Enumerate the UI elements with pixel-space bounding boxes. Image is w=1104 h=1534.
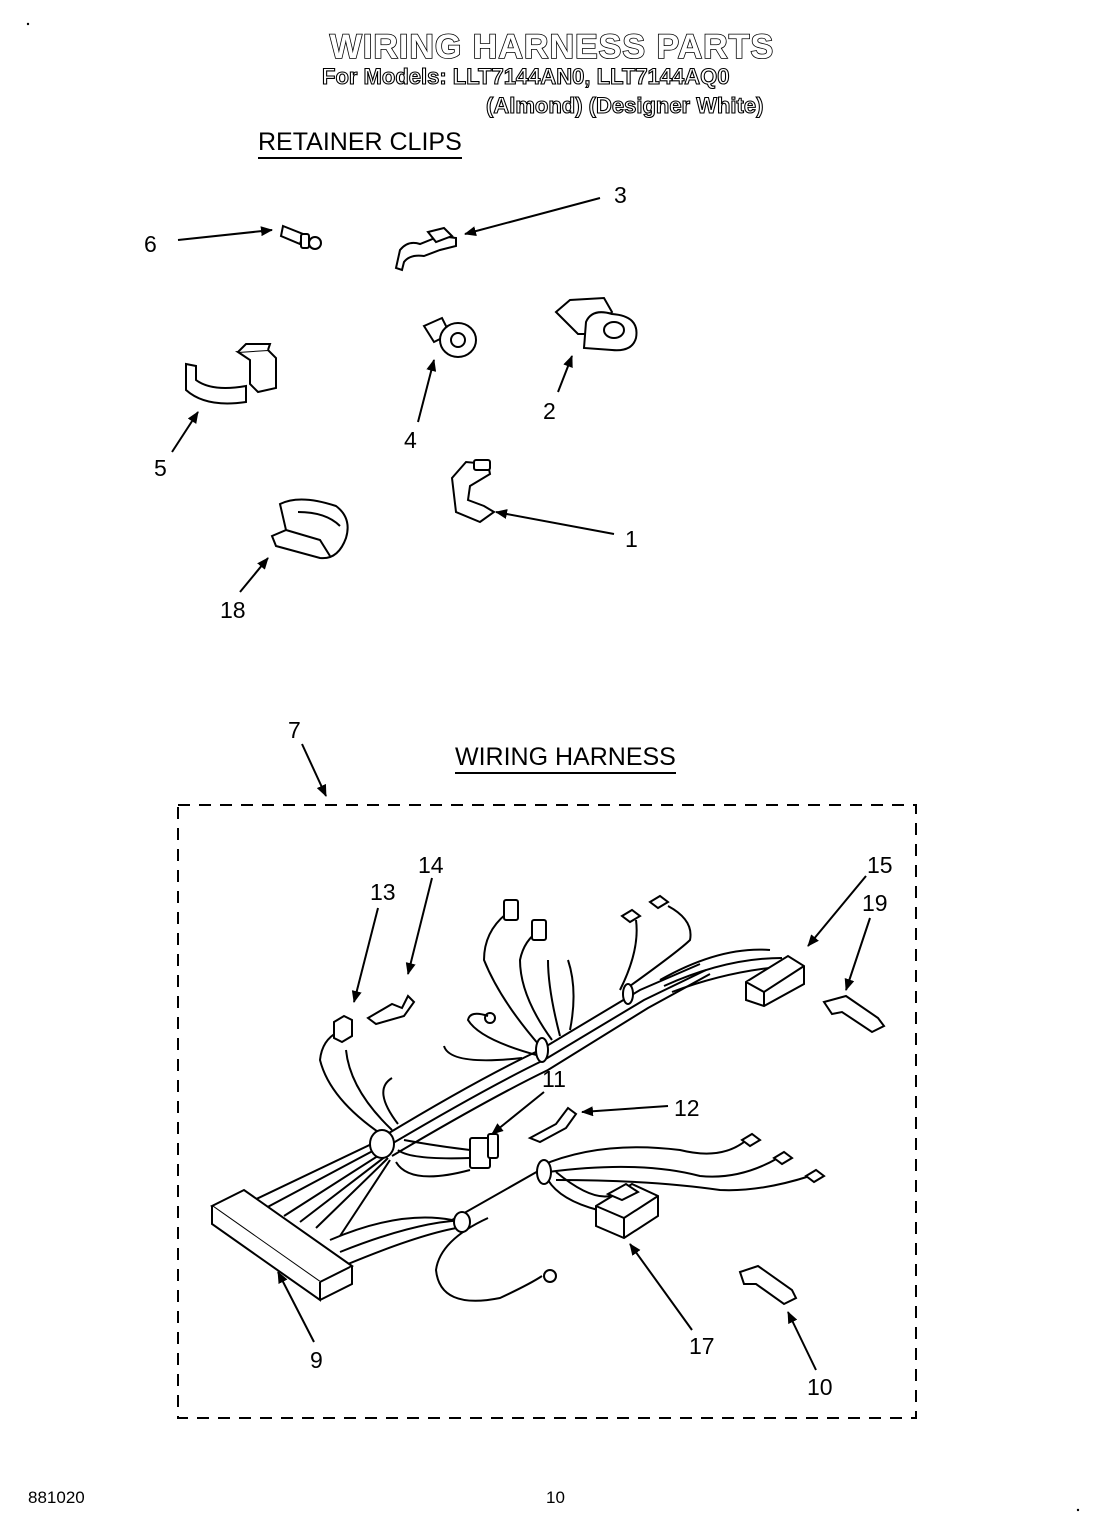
wiring-harness-boundary (177, 804, 917, 1419)
leader-arrow-17 (629, 1243, 693, 1331)
leader-arrow-6 (177, 226, 273, 241)
leader-arrow-15 (807, 875, 867, 947)
color-variants-line: (Almond) (Designer White) (485, 92, 764, 118)
split-sleeve-icon (270, 498, 349, 560)
callout-17: 17 (689, 1333, 715, 1359)
leader-arrow-12 (581, 1105, 669, 1117)
callout-2: 2 (543, 398, 556, 424)
leader-arrow-19 (844, 917, 871, 991)
connector-15-icon (745, 954, 805, 1008)
bracket-clip-icon (450, 459, 496, 524)
snap-clip-icon (554, 296, 638, 352)
terminal-10-icon (738, 1264, 798, 1306)
callout-1: 1 (625, 526, 638, 552)
hub-sleeve-icon (369, 1129, 395, 1159)
leader-arrow-11 (491, 1091, 545, 1135)
strap-clip-icon (185, 343, 277, 405)
leader-arrow-5 (171, 411, 199, 453)
leader-arrow-1 (495, 509, 615, 535)
callout-19: 19 (862, 890, 888, 916)
callout-13: 13 (370, 879, 396, 905)
push-pin-icon (279, 224, 322, 250)
connector-13-icon (333, 1014, 353, 1044)
leader-arrow-7 (301, 743, 327, 797)
leader-arrow-10 (787, 1311, 817, 1371)
models-line: For Models: LLT7144AN0, LLT7144AQ0 (321, 63, 730, 89)
callout-4: 4 (404, 427, 417, 453)
callout-14: 14 (418, 852, 444, 878)
document-number: 881020 (28, 1488, 85, 1507)
section-title-retainer-clips: RETAINER CLIPS (258, 127, 462, 159)
callout-9: 9 (310, 1347, 323, 1373)
terminal-12-icon (527, 1106, 578, 1144)
leader-arrow-2 (557, 355, 573, 393)
spade-terminal-icon (620, 894, 826, 1184)
leader-arrow-18 (239, 557, 269, 593)
callout-3: 3 (614, 182, 627, 208)
callout-18: 18 (220, 597, 246, 623)
leader-arrow-4 (417, 359, 437, 423)
connector-17-icon (595, 1182, 659, 1240)
leader-arrow-9 (277, 1271, 315, 1343)
callout-7: 7 (288, 717, 301, 743)
leader-arrow-3 (464, 197, 601, 236)
terminal-14-icon (366, 994, 416, 1026)
leader-arrow-14 (405, 877, 433, 975)
wire-clip-icon (394, 226, 457, 272)
connector-block-icon (210, 1188, 354, 1302)
connector-11-icon (469, 1133, 499, 1169)
callout-10: 10 (807, 1374, 833, 1400)
small-connector-icon (503, 899, 547, 941)
terminal-19-icon (822, 994, 886, 1034)
callout-11: 11 (542, 1066, 566, 1092)
section-title-wiring-harness: WIRING HARNESS (455, 742, 676, 774)
callout-5: 5 (154, 455, 167, 481)
page-number: 10 (546, 1488, 565, 1507)
grommet-clip-icon (422, 316, 477, 358)
callout-15: 15 (867, 852, 893, 878)
callout-12: 12 (674, 1095, 700, 1121)
leader-arrow-13 (351, 907, 379, 1003)
callout-6: 6 (144, 231, 157, 257)
page-title: WIRING HARNESS PARTS (329, 27, 775, 67)
